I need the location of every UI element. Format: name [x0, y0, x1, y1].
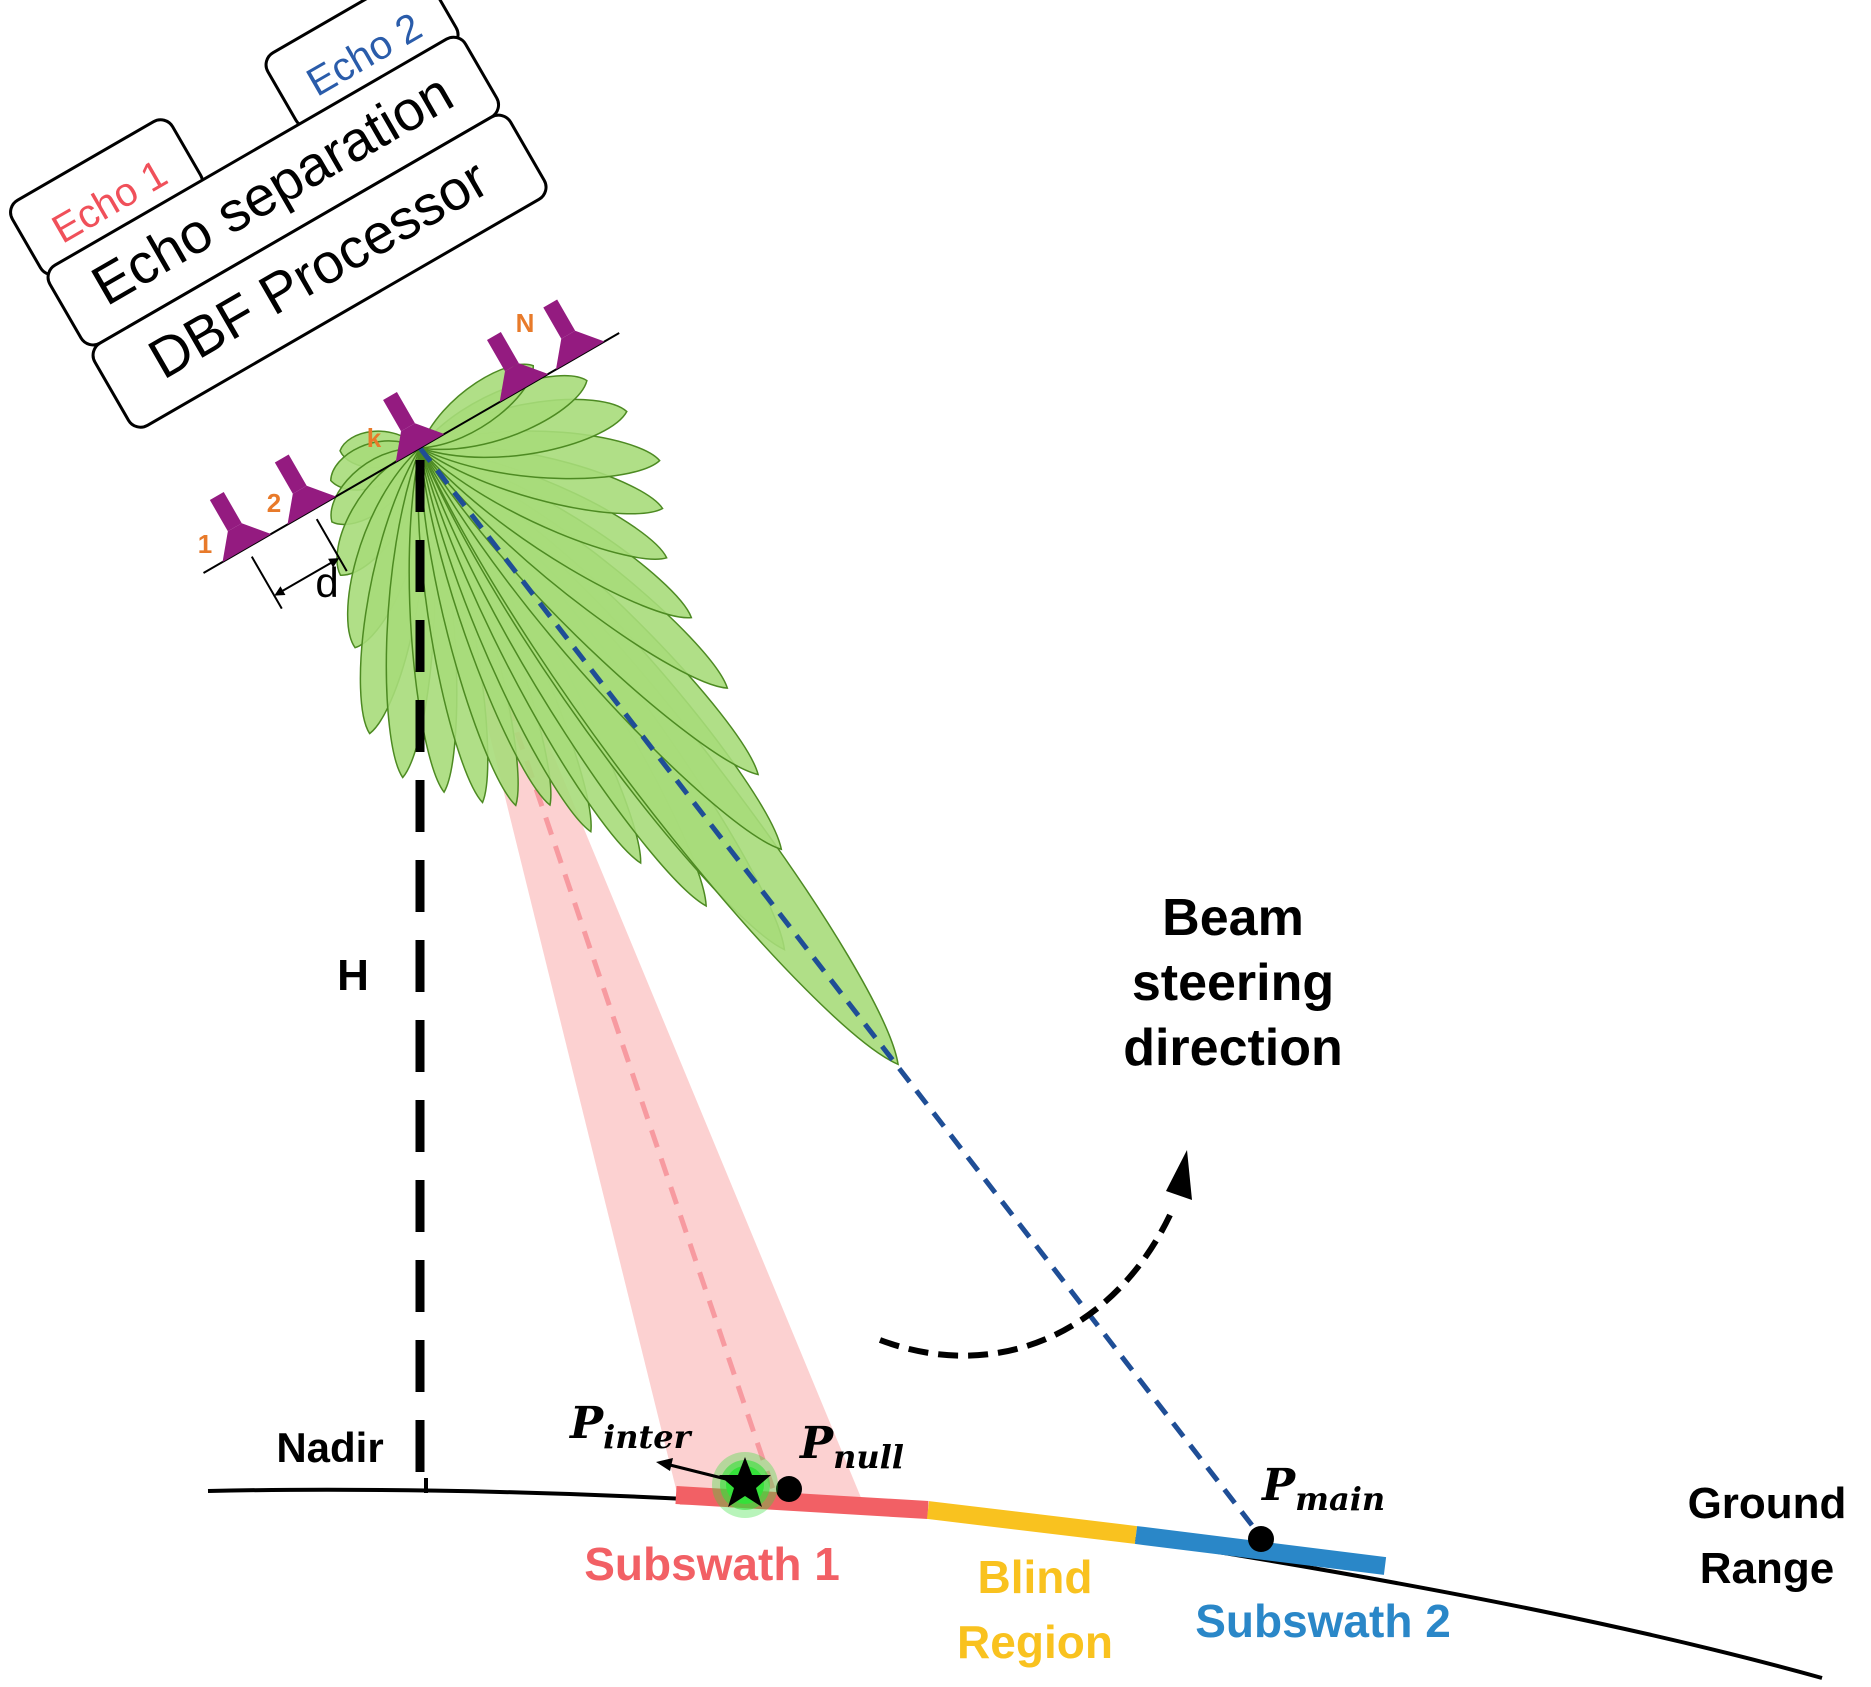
- steering-arrowhead-icon: [1166, 1150, 1192, 1200]
- p-null-dot: [776, 1476, 802, 1502]
- steering-arrow: [878, 1213, 1173, 1359]
- dbf-processor-box: [91, 113, 548, 429]
- beam-steering-line1: Beam: [1162, 889, 1304, 947]
- spacing-arrowhead-icon: [274, 586, 286, 596]
- nadir-label: Nadir: [276, 1424, 383, 1471]
- p-inter-arrowhead-icon: [656, 1458, 673, 1471]
- element-label-k: k: [367, 423, 382, 453]
- horn-element-1-icon: [209, 492, 272, 562]
- p-null-base: P: [798, 1418, 835, 1469]
- p-inter-sub: inter: [603, 1418, 693, 1456]
- horn-element-k-icon: [383, 392, 445, 462]
- subswath2-label: Subswath 2: [1195, 1595, 1451, 1647]
- spacing-marker: [315, 518, 348, 572]
- interference-star-icon: [712, 1452, 778, 1518]
- horn-element-n-icon: [543, 299, 605, 370]
- ground-range-line1: Ground: [1688, 1479, 1847, 1528]
- pink-beam-centerline: [437, 504, 778, 1496]
- spacing-arrow: [275, 558, 339, 596]
- p-inter-label: Pinter: [568, 1398, 693, 1456]
- blind-region-line2: Region: [957, 1616, 1113, 1668]
- p-main-label: Pmain: [1260, 1460, 1385, 1518]
- spacing-arrowhead-icon: [328, 558, 340, 568]
- horn-element-n-minus-icon: [486, 332, 549, 402]
- beam-pattern-lobes: [329, 363, 900, 1066]
- height-label: H: [337, 951, 369, 1000]
- antenna-array: [202, 299, 620, 610]
- subswath1-label: Subswath 1: [584, 1538, 840, 1590]
- steering-line: [418, 446, 1260, 1535]
- element-label-1: 1: [198, 529, 212, 559]
- spacing-marker: [250, 556, 283, 610]
- p-inter-base: P: [568, 1398, 605, 1449]
- subswath1-segment: [675, 1486, 929, 1519]
- p-null-sub: null: [833, 1438, 904, 1476]
- horn-element-2-icon: [274, 454, 336, 525]
- beam-steering-line3: direction: [1123, 1019, 1343, 1077]
- p-inter-arrow: [669, 1463, 731, 1482]
- p-main-base: P: [1260, 1460, 1297, 1511]
- blind-region-segment: [926, 1501, 1138, 1544]
- processor-stack: Echo 2 Echo 1 Echo separation DBF Proces…: [9, 0, 548, 429]
- element-label-n: N: [516, 308, 535, 338]
- array-line: [202, 332, 620, 574]
- ground-range-line2: Range: [1700, 1544, 1834, 1593]
- blind-region-line1: Blind: [978, 1551, 1093, 1603]
- p-main-dot: [1248, 1526, 1274, 1552]
- spacing-label-d: d: [315, 559, 338, 606]
- p-null-label: Pnull: [798, 1418, 904, 1476]
- beam-steering-line2: steering: [1132, 954, 1334, 1012]
- p-main-sub: main: [1295, 1480, 1385, 1518]
- element-label-2: 2: [267, 488, 281, 518]
